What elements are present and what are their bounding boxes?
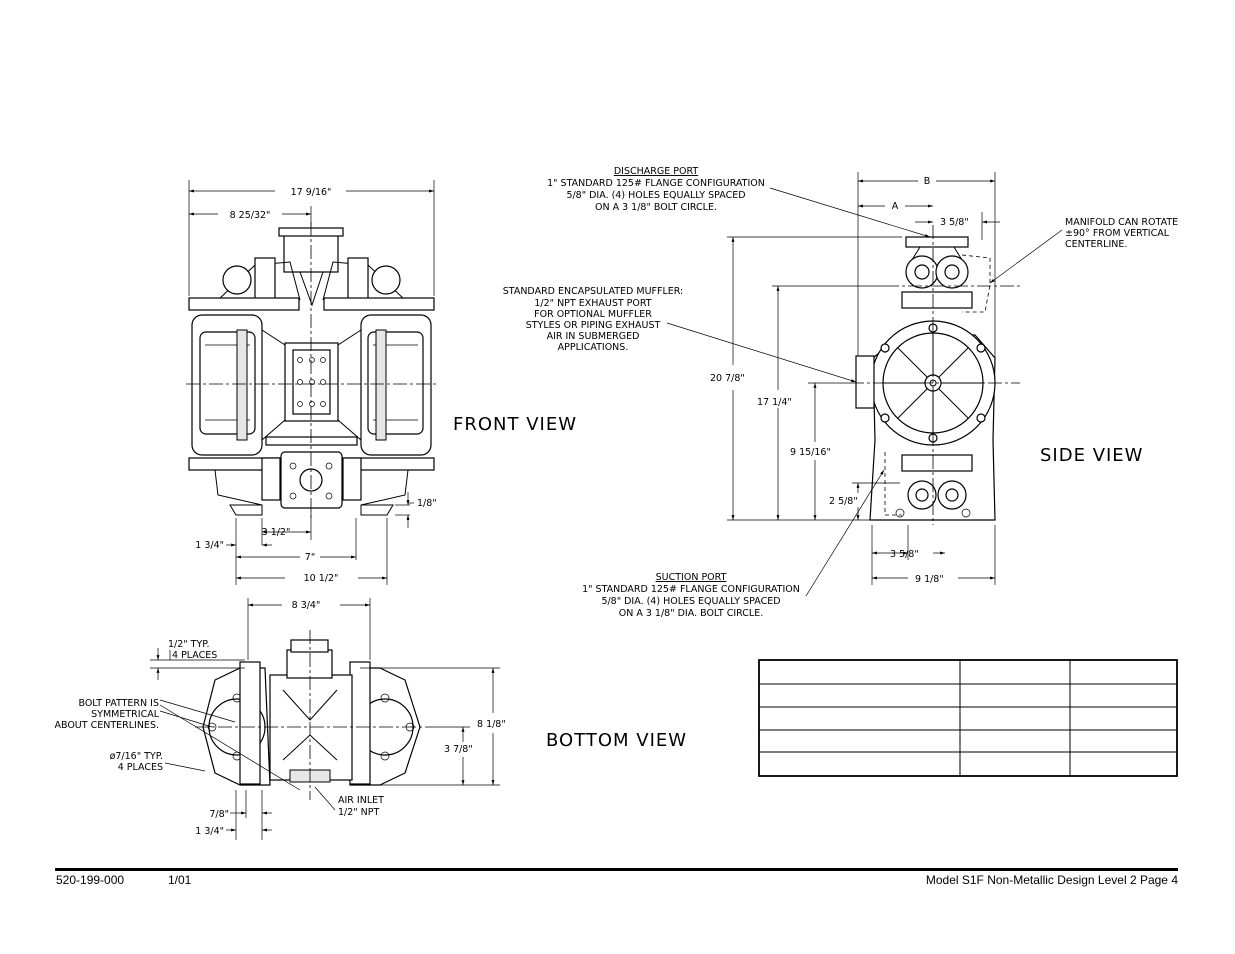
suction-line-1: 1" STANDARD 125# FLANGE CONFIGURATION: [582, 584, 800, 595]
manifold-note: MANIFOLD CAN ROTATE ±90° FROM VERTICAL C…: [989, 217, 1178, 284]
manifold-line-3: CENTERLINE.: [1065, 239, 1127, 250]
footer-model-page: Model S1F Non-Metallic Design Level 2 Pa…: [925, 873, 1178, 887]
muffler-line-1: STANDARD ENCAPSULATED MUFFLER:: [503, 286, 684, 297]
discharge-title: DISCHARGE PORT: [614, 166, 699, 177]
dim-half-width: 8 25/32": [230, 210, 271, 221]
air-line-1: AIR INLET: [338, 795, 384, 806]
bolt-line-3: ABOUT CENTERLINES.: [54, 720, 159, 731]
hole-line-1: ø7/16" TYP.: [110, 751, 163, 762]
dim-a: A: [892, 201, 899, 212]
side-view-title: SIDE VIEW: [1040, 445, 1143, 466]
bolt-line-2: SYMMETRICAL: [91, 709, 160, 720]
side-view-drawing: [727, 172, 1020, 585]
footer-date: 1/01: [168, 873, 192, 887]
footer-part-number: 520-199-000: [56, 873, 125, 887]
muffler-line-5: AIR IN SUBMERGED: [547, 331, 640, 342]
footer-rule: [55, 868, 1178, 871]
manifold-line-2: ±90° FROM VERTICAL: [1065, 228, 1170, 239]
dim-base-outer: 10 1/2": [304, 573, 339, 584]
dim-height-upper: 17 1/4": [757, 397, 792, 408]
dim-foot-inner: 7/8": [209, 809, 229, 820]
discharge-line-3: ON A 3 1/8" BOLT CIRCLE.: [595, 202, 717, 213]
typ-line-1: 1/2" TYP.: [168, 639, 210, 650]
dim-base-offset: 1 3/4": [195, 540, 224, 551]
muffler-line-3: FOR OPTIONAL MUFFLER: [534, 309, 652, 320]
suction-line-3: ON A 3 1/8" DIA. BOLT CIRCLE.: [619, 608, 764, 619]
dim-port-offset: 3 1/2": [262, 527, 291, 538]
bolt-line-1: BOLT PATTERN IS: [78, 698, 159, 709]
muffler-line-6: APPLICATIONS.: [558, 342, 629, 353]
dim-height-total: 20 7/8": [710, 373, 745, 384]
bolt-pattern-note: BOLT PATTERN IS SYMMETRICAL ABOUT CENTER…: [54, 698, 159, 731]
bottom-view-drawing: [150, 598, 500, 840]
dim-base-width: 9 1/8": [915, 574, 944, 585]
manifold-line-1: MANIFOLD CAN ROTATE: [1065, 217, 1178, 228]
muffler-line-2: 1/2" NPT EXHAUST PORT: [534, 298, 651, 309]
muffler-line-4: STYLES OR PIPING EXHAUST: [526, 320, 661, 331]
dimension-table: [758, 659, 1178, 777]
typ-note: 1/2" TYP. 4 PLACES: [168, 639, 217, 661]
dim-top-offset: 3 5/8": [940, 217, 969, 228]
dim-base-inner: 7": [305, 552, 315, 563]
front-view-drawing: [186, 180, 437, 585]
dim-height-lower: 2 5/8": [829, 496, 858, 507]
dim-overall-width: 17 9/16": [291, 187, 332, 198]
dim-height-center: 9 15/16": [790, 447, 831, 458]
typ-line-2: 4 PLACES: [172, 650, 217, 661]
air-inlet-note: AIR INLET 1/2" NPT: [338, 795, 384, 818]
bottom-view-title: BOTTOM VIEW: [546, 730, 687, 751]
dim-bottom-half-depth: 3 7/8": [444, 744, 473, 755]
discharge-line-1: 1" STANDARD 125# FLANGE CONFIGURATION: [547, 178, 765, 189]
dim-foot-outer: 1 3/4": [195, 826, 224, 837]
muffler-note: STANDARD ENCAPSULATED MUFFLER: 1/2" NPT …: [503, 286, 857, 383]
dim-b: B: [924, 176, 931, 187]
suction-port-note: SUCTION PORT 1" STANDARD 125# FLANGE CON…: [582, 469, 885, 619]
dim-side-base-offset: 3 5/8": [890, 549, 919, 560]
dim-bottom-width: 8 3/4": [292, 600, 321, 611]
hole-note: ø7/16" TYP. 4 PLACES: [110, 751, 163, 773]
discharge-line-2: 5/8" DIA. (4) HOLES EQUALLY SPACED: [566, 190, 745, 201]
dim-foot: 1/8": [417, 498, 437, 509]
suction-title: SUCTION PORT: [656, 572, 727, 583]
discharge-port-note: DISCHARGE PORT 1" STANDARD 125# FLANGE C…: [547, 166, 931, 238]
air-line-2: 1/2" NPT: [338, 807, 380, 818]
dim-bottom-depth: 8 1/8": [477, 719, 506, 730]
suction-line-2: 5/8" DIA. (4) HOLES EQUALLY SPACED: [601, 596, 780, 607]
hole-line-2: 4 PLACES: [118, 762, 163, 773]
front-view-title: FRONT VIEW: [453, 414, 577, 435]
